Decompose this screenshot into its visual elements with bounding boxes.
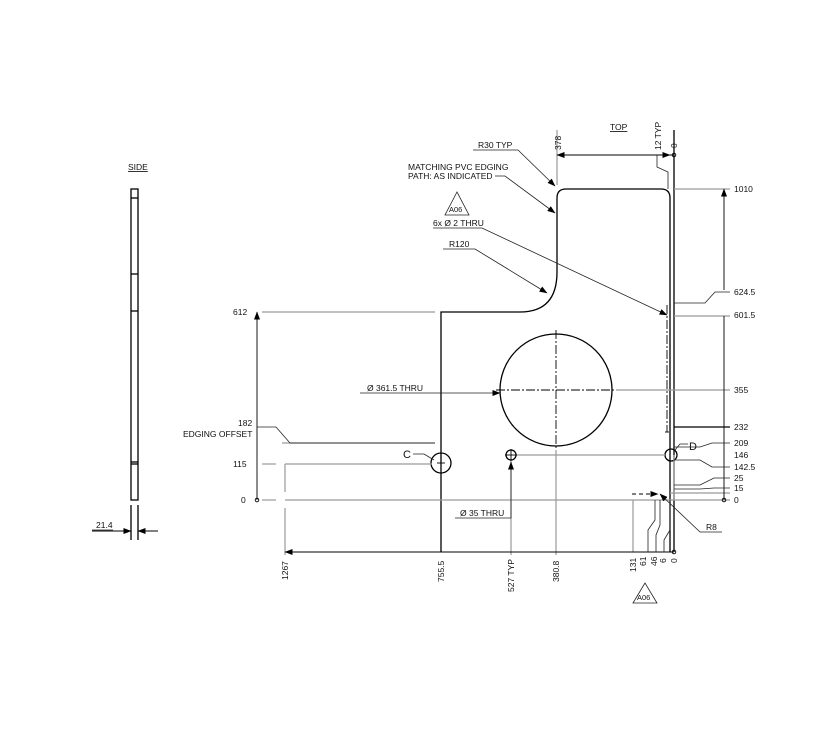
dim-612: 612 xyxy=(233,307,247,317)
callout-edging-path-2: PATH: AS INDICATED xyxy=(408,171,493,181)
svg-text:A06: A06 xyxy=(449,205,462,214)
callout-big-hole: Ø 361.5 THRU xyxy=(367,383,423,393)
dim-131: 131 xyxy=(628,558,638,572)
dim-624-5: 624.5 xyxy=(734,287,756,297)
dim-61: 61 xyxy=(638,556,648,566)
dim-142-5: 142.5 xyxy=(734,462,756,472)
top-view-title: TOP xyxy=(610,122,628,132)
hole-c xyxy=(430,452,452,474)
edging-offset-label: EDGING OFFSET xyxy=(183,429,252,439)
label-point-d: D xyxy=(689,441,697,453)
dim-182: 182 xyxy=(238,418,252,428)
callout-r30: R30 TYP xyxy=(478,140,513,150)
label-point-c: C xyxy=(403,449,411,461)
dim-15: 15 xyxy=(734,483,744,493)
dim-top-12typ: 12 TYP xyxy=(653,121,663,150)
top-view: TOP xyxy=(183,121,756,604)
dim-0-left: 0 xyxy=(241,495,246,505)
dim-top-0: 0 xyxy=(669,143,679,148)
dim-527-typ: 527 TYP xyxy=(506,559,516,592)
dim-1010: 1010 xyxy=(734,184,753,194)
side-view: SIDE 21.4 xyxy=(92,162,158,540)
hole-d xyxy=(664,448,678,462)
dim-115: 115 xyxy=(233,459,247,469)
dim-232: 232 xyxy=(734,422,748,432)
side-thickness-label: 21.4 xyxy=(96,520,113,530)
dim-209: 209 xyxy=(734,438,748,448)
dim-601-5: 601.5 xyxy=(734,310,756,320)
dim-46: 46 xyxy=(649,556,659,566)
dim-1267: 1267 xyxy=(280,561,290,580)
dim-0-right: 0 xyxy=(734,495,739,505)
dim-355: 355 xyxy=(734,385,748,395)
revision-triangle-lower: A06 xyxy=(632,582,658,604)
dim-146: 146 xyxy=(734,450,748,460)
side-profile xyxy=(130,188,139,501)
callout-6x-holes: 6x Ø 2 THRU xyxy=(433,218,484,228)
svg-text:A06: A06 xyxy=(637,593,650,602)
callout-edging-path-1: MATCHING PVC EDGING xyxy=(408,162,508,172)
right-dim-labels: 1010 624.5 601.5 355 232 209 146 142.5 2… xyxy=(734,184,756,505)
dim-755-5: 755.5 xyxy=(436,560,446,582)
dim-top-378: 378 xyxy=(553,136,563,150)
dim-6: 6 xyxy=(658,558,668,563)
part-outline xyxy=(440,188,671,552)
callout-small-hole: Ø 35 THRU xyxy=(460,508,504,518)
callout-r8: R8 xyxy=(706,522,717,532)
dim-380-8: 380.8 xyxy=(551,560,561,582)
revision-triangle-upper: A06 xyxy=(444,191,470,216)
callout-r120: R120 xyxy=(449,239,470,249)
dim-0-bottom: 0 xyxy=(669,558,679,563)
side-view-title: SIDE xyxy=(128,162,148,172)
dim-25: 25 xyxy=(734,473,744,483)
